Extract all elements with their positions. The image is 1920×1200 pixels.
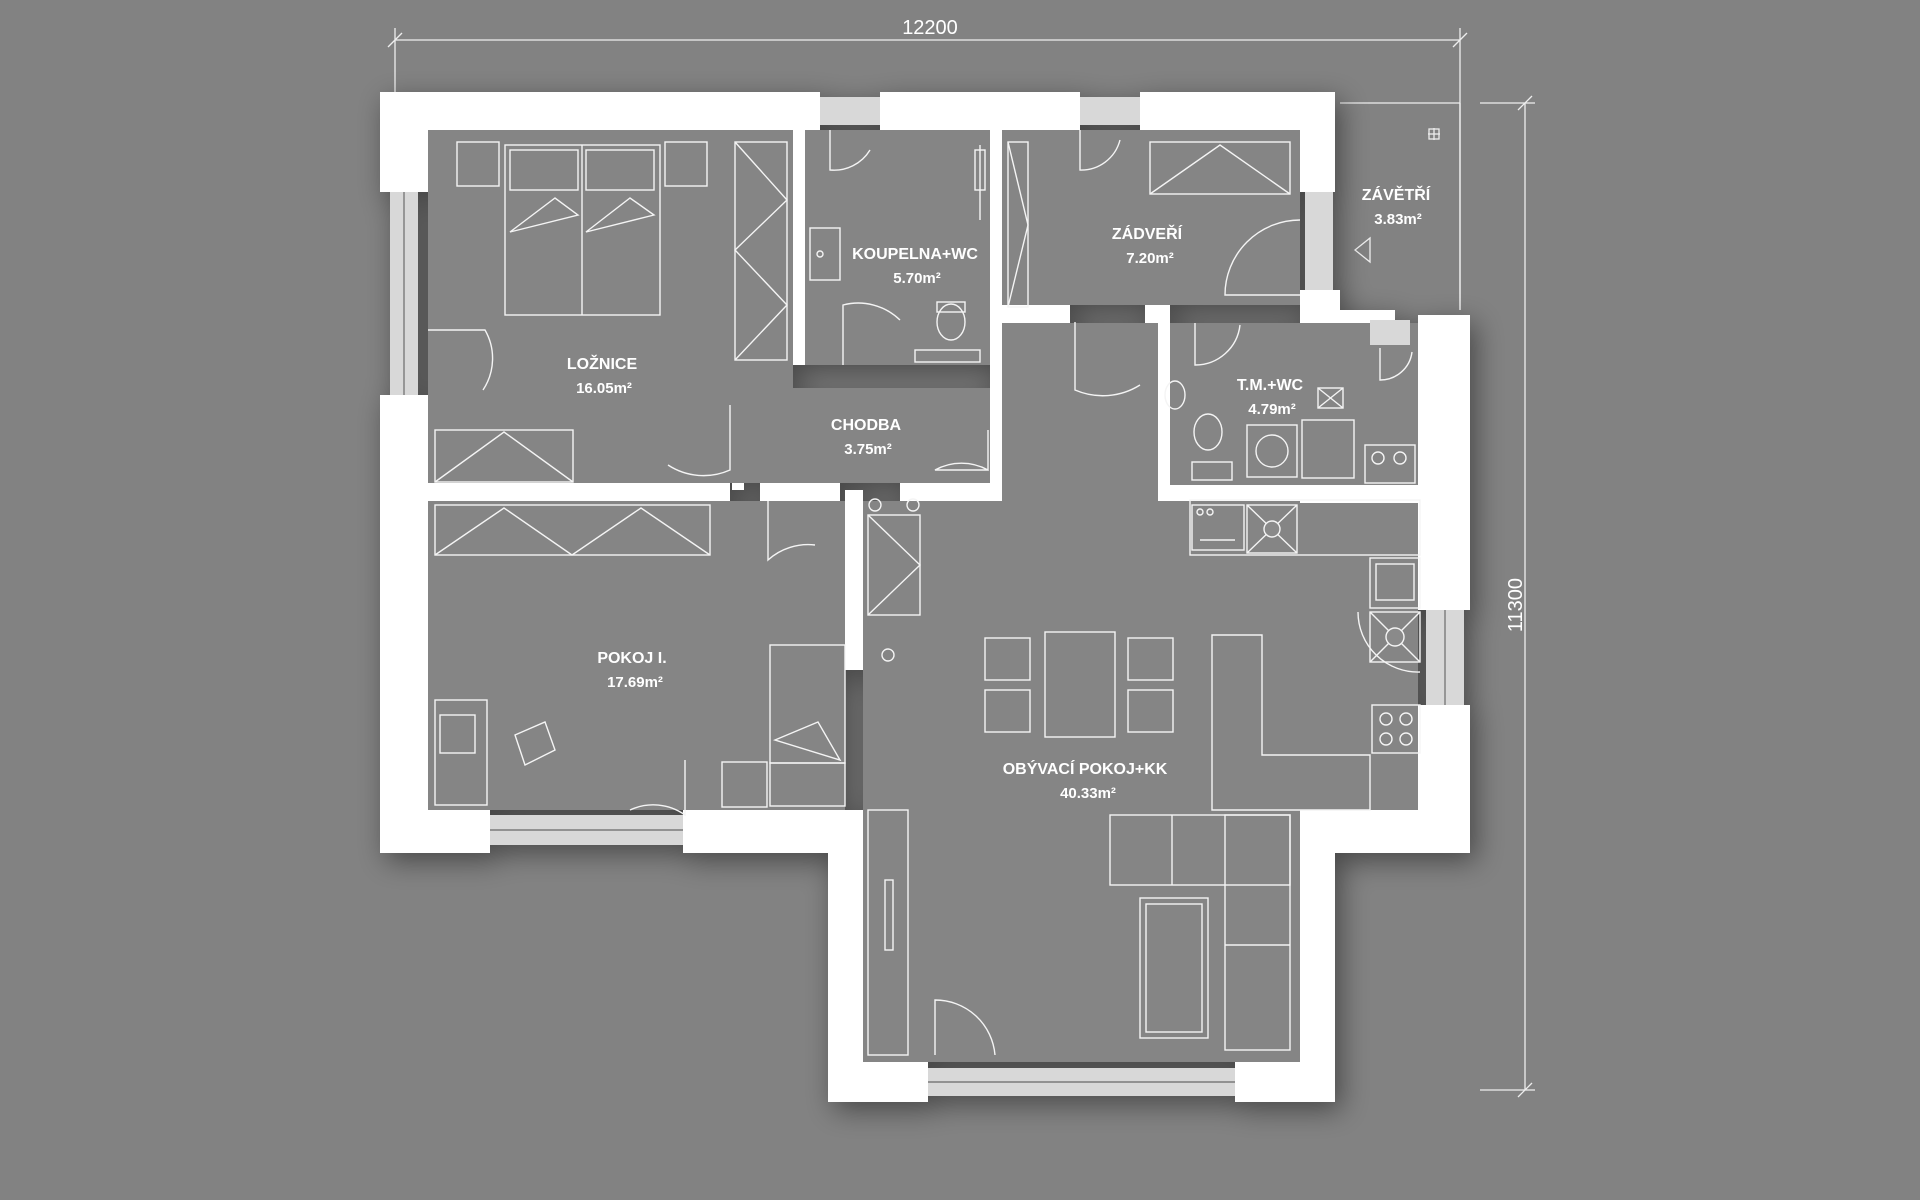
dimension-height: 11300 (1480, 95, 1535, 1098)
room-label-koupelna: KOUPELNA+WC 5.70m² (852, 246, 978, 287)
sink-icon (809, 227, 841, 281)
bed-storage-icon (769, 762, 846, 807)
width-label: 12200 (902, 17, 958, 39)
sink-icon (1369, 557, 1421, 609)
coffee-table-icon (1139, 897, 1209, 1039)
room-area: 3.75m² (844, 441, 892, 458)
dresser-icon (434, 429, 574, 483)
door-swing-icon (1079, 130, 1121, 171)
room-area: 4.79m² (1248, 401, 1296, 418)
room-name: KOUPELNA+WC (852, 246, 978, 263)
toilet-icon (1193, 413, 1223, 451)
room-label-zadveri: ZÁDVEŘÍ 7.20m² (1112, 224, 1183, 267)
tv-icon (884, 879, 894, 951)
door-swing-icon (842, 302, 901, 365)
room-floors (428, 130, 1418, 1062)
window-swing-icon (1357, 611, 1421, 673)
dimension-width: 12200 (387, 17, 1468, 310)
tv-stand-icon (867, 809, 909, 1056)
chair-icon (984, 637, 1031, 681)
chair-icon (1127, 637, 1174, 681)
room-area: 40.33m² (1060, 785, 1116, 802)
room-label-pokoj: POKOJ I. 17.69m² (597, 650, 666, 691)
entrance-arrow-icon (1353, 236, 1371, 264)
dryer-icon (1301, 419, 1355, 479)
fridge-icon (1246, 504, 1298, 554)
door-swing-icon (1194, 323, 1241, 366)
door-swing-icon (428, 329, 494, 391)
room-label-obyvaci: OBÝVACÍ POKOJ+KK 40.33m² (1003, 759, 1168, 802)
door-swing-icon (1379, 348, 1413, 381)
kitchen-counter-icon (1211, 634, 1371, 811)
bedroom-furniture (428, 141, 788, 483)
room-area: 17.69m² (607, 674, 663, 691)
chair-icon (984, 689, 1031, 733)
room-name: ZÁVĚTŘÍ (1362, 185, 1431, 204)
room-name: CHODBA (831, 417, 902, 434)
room-label-tmwc: T.M.+WC 4.79m² (1237, 377, 1304, 418)
room-label-zavetri: ZÁVĚTŘÍ 3.83m² (1362, 185, 1431, 228)
chair-icon (1127, 689, 1174, 733)
washing-machine-icon (1246, 424, 1298, 478)
coat-rack-icon (1149, 141, 1291, 195)
room-label-loznice: LOŽNICE 16.05m² (567, 354, 638, 397)
sofa-chaise-icon (1224, 814, 1291, 1051)
room-name: POKOJ I. (597, 650, 666, 667)
room-name: OBÝVACÍ POKOJ+KK (1003, 759, 1168, 778)
door-swing-icon (934, 430, 989, 472)
room-name: ZÁDVEŘÍ (1112, 224, 1183, 243)
hallway-fixtures (934, 130, 1301, 472)
kitchen-upper-counter-icon (1189, 499, 1421, 556)
room-area: 5.70m² (893, 270, 941, 287)
room-name: LOŽNICE (567, 354, 638, 373)
room-area: 7.20m² (1126, 250, 1174, 267)
heater-icon (1364, 444, 1416, 484)
toilet-icon (936, 303, 966, 341)
room-area: 3.83m² (1374, 211, 1422, 228)
office-chair-icon (514, 721, 556, 766)
door-swing-icon (667, 405, 731, 477)
room-name: T.M.+WC (1237, 377, 1304, 394)
walls (380, 92, 1470, 1102)
door-swing-icon (629, 760, 686, 817)
door-swing-icon (1074, 322, 1141, 397)
living-room-furniture (867, 498, 1371, 1056)
door-swing-icon (767, 501, 816, 562)
entrance-marker-icon (1428, 128, 1440, 140)
boiler-icon (1164, 380, 1186, 410)
bathroom-fixtures (809, 130, 986, 365)
room-label-chodba: CHODBA 3.75m² (831, 417, 902, 458)
room-area: 16.05m² (576, 380, 632, 397)
door-swing-icon (829, 130, 871, 171)
laptop-icon (439, 714, 476, 754)
height-label: 11300 (1505, 578, 1527, 632)
dishwasher-icon (1369, 611, 1421, 663)
nightstand-icon (456, 141, 500, 187)
terrace-door-swing-icon (934, 999, 996, 1056)
entrance-door-swing-icon (1224, 219, 1301, 296)
oven-icon (1191, 504, 1245, 551)
building (380, 92, 1470, 1102)
windows (390, 97, 1464, 1096)
dining-table-icon (1044, 631, 1116, 738)
cooktop-icon (1371, 704, 1421, 754)
nightstand-icon (721, 761, 768, 808)
kitchen-fixtures (1189, 499, 1421, 754)
utility-room-fixtures (1164, 323, 1416, 484)
nightstand-icon (664, 141, 708, 187)
drain-icon (1317, 387, 1344, 409)
desk-icon (434, 699, 488, 806)
bedroom2-furniture (434, 501, 846, 817)
